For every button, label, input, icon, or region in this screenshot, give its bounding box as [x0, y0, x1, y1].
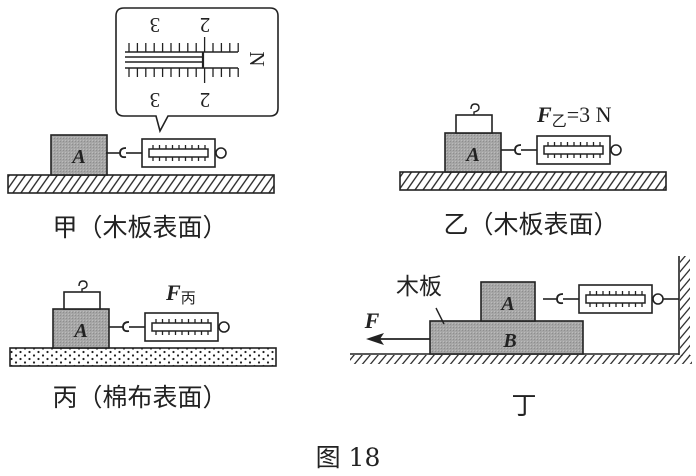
weight-body [63, 291, 101, 310]
spring-scale [501, 135, 622, 165]
spring-scale [109, 312, 230, 342]
block-a [444, 132, 502, 173]
hook-icon [119, 147, 127, 159]
caption-jia: 甲（木板表面） [52, 213, 227, 242]
figure-caption: 图 18 [316, 443, 381, 472]
board-label: 木板 [396, 274, 442, 299]
block-a-label: A [499, 293, 514, 315]
caption-ding: 丁 [511, 391, 536, 420]
gauge-label-top-3: 3 [150, 13, 161, 37]
gauge-unit-label: N [245, 51, 269, 66]
spring-scale-slot [148, 148, 209, 158]
pull-force-label: F [364, 308, 380, 333]
hook-icon [556, 293, 564, 305]
weight [455, 103, 493, 134]
spring-scale [106, 138, 227, 168]
ring-icon [652, 293, 664, 305]
block-b-board [429, 320, 584, 355]
ring-icon [215, 147, 227, 159]
gauge-scale [125, 37, 239, 83]
block-a-label: A [464, 144, 479, 166]
block-a-label: A [70, 146, 85, 168]
panel-bing: A F丙 [9, 280, 277, 367]
panel-yi: A F乙=3 N [399, 102, 667, 191]
weight-hook-icon [78, 280, 88, 292]
gauge-label-bottom-2: 2 [200, 88, 211, 112]
gauge-callout: 3 2 3 2 N [115, 7, 279, 134]
block-a-label: A [72, 320, 87, 342]
panel-jia: 3 2 3 2 N A [7, 7, 279, 194]
gauge-label-top-2: 2 [200, 13, 211, 37]
weight-hook-icon [470, 103, 480, 115]
force-label-bing: F丙 [165, 280, 196, 307]
spring-scale-slot [585, 294, 646, 304]
caption-yi: 乙（木板表面） [443, 210, 618, 239]
wall-hatch [680, 256, 690, 356]
gauge-label-bottom-3: 3 [150, 88, 161, 112]
block-a [480, 281, 536, 322]
weight [63, 280, 101, 310]
weight-body [455, 114, 493, 134]
block-b-label: B [502, 330, 516, 352]
block-a [50, 134, 108, 176]
spring-scale [543, 284, 679, 314]
callout-bubble [115, 7, 279, 134]
block-a [52, 308, 110, 349]
caption-bing: 丙（棉布表面） [52, 383, 227, 412]
hook-icon [122, 321, 130, 333]
arrow-head-icon [366, 333, 384, 345]
wood-surface [7, 174, 275, 194]
wood-surface [399, 171, 667, 191]
ground-hatch [350, 355, 692, 364]
board-leader-line [435, 307, 445, 325]
hook-icon [514, 144, 522, 156]
ring-icon [218, 321, 230, 333]
ring-icon [610, 144, 622, 156]
spring-scale-slot [543, 145, 604, 155]
force-label-yi: F乙=3 N [536, 102, 612, 130]
panel-ding: B A F 木板 [350, 256, 692, 364]
spring-scale-slot [151, 322, 212, 332]
